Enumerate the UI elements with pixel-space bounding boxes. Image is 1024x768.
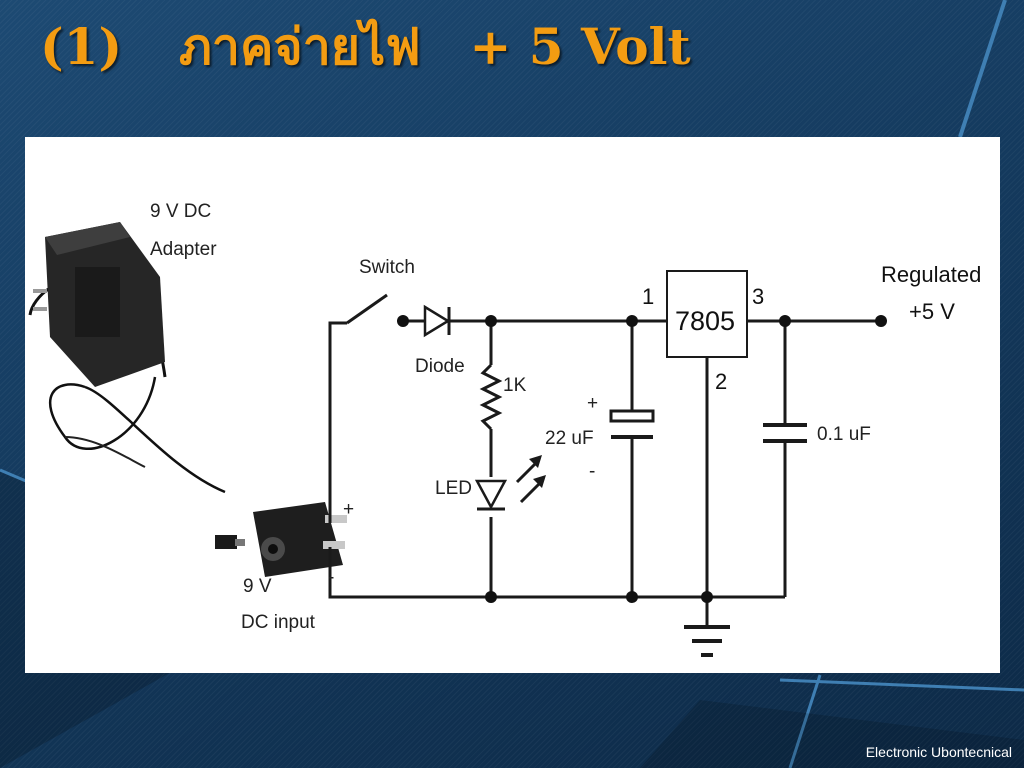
led-symbol [474, 455, 546, 511]
title-thai: ภาคจ่ายไฟ [178, 17, 421, 76]
cap1-minus-label: - [589, 461, 595, 482]
junction-dots [485, 315, 887, 603]
diode-symbol [423, 304, 451, 338]
adapter-icon [28, 222, 245, 549]
led-label: LED [435, 478, 472, 499]
cap2-value-label: 0.1 uF [817, 424, 871, 445]
input-label-line1: 9 V [243, 576, 272, 597]
switch-contact [397, 315, 409, 327]
pin2-label: 2 [715, 369, 727, 394]
dc-jack-icon [253, 502, 347, 577]
adapter-label-line2: Adapter [150, 239, 217, 260]
schematic-wires [328, 293, 881, 625]
title-volt: + 5 Volt [469, 17, 691, 76]
resistor-symbol [479, 363, 503, 431]
input-label-line2: DC input [241, 612, 316, 633]
pin3-label: 3 [752, 284, 764, 309]
power-supply-schematic: 9 V DC Adapter Switch Diode 1K LED + 22 … [28, 201, 981, 657]
cap1-value-label: 22 uF [545, 428, 594, 449]
switch-label: Switch [359, 257, 415, 278]
output-label-line1: Regulated [881, 262, 981, 287]
input-plus-label: + [343, 499, 354, 520]
pin1-label: 1 [642, 284, 654, 309]
cap1-plus-label: + [587, 393, 598, 414]
output-label-line2: +5 V [909, 299, 955, 324]
capacitor-01uf-symbol [763, 423, 807, 443]
adapter-label-line1: 9 V DC [150, 201, 211, 222]
title-number: (1) [40, 17, 123, 76]
ground-symbol [684, 625, 730, 657]
resistor-label: 1K [503, 375, 527, 396]
capacitor-22uf-symbol [609, 409, 655, 439]
diode-label: Diode [415, 356, 465, 377]
slide-title: (1) ภาคจ่ายไฟ + 5 Volt [40, 12, 691, 82]
footer-credit: Electronic Ubontecnical [865, 744, 1012, 760]
schematic-panel: 9 V DC Adapter Switch Diode 1K LED + 22 … [25, 137, 1000, 673]
input-minus-label: - [328, 567, 334, 588]
regulator-7805-box [666, 270, 748, 358]
regulator-label: 7805 [675, 306, 735, 336]
